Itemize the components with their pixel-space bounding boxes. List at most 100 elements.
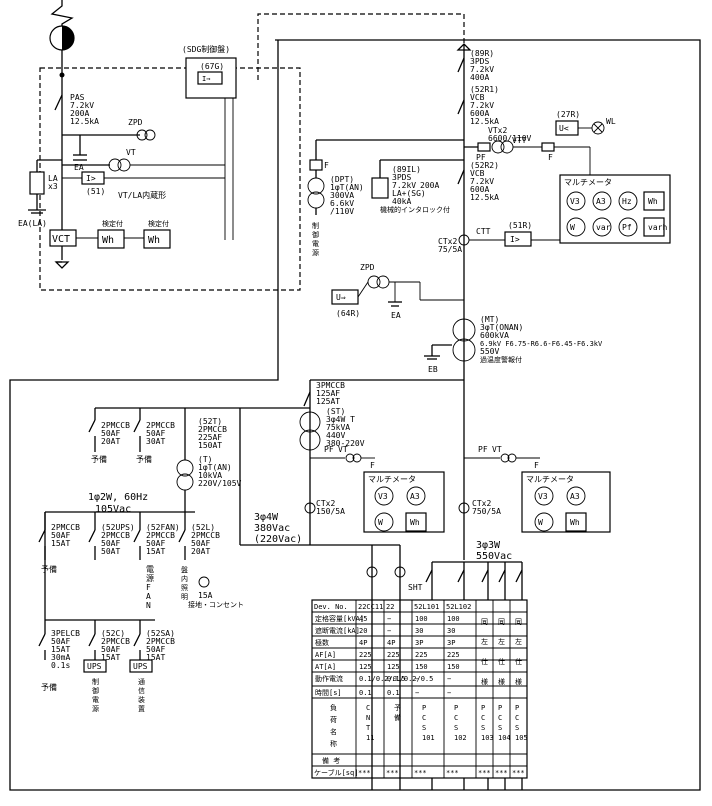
meter-v3-cell: [534, 486, 554, 506]
vt-la-panel-boundary: [39, 67, 301, 291]
mccb-row2-3-line1: 2PMCCB: [191, 531, 220, 540]
table-header-2: 22: [386, 603, 394, 611]
mccb-row2-2-line2: 50AF: [146, 539, 165, 548]
spare-label: 予備: [91, 454, 107, 464]
svg-text:600A: 600A: [470, 185, 489, 194]
relay-67g-label: (67G): [200, 62, 224, 71]
mccb-row2-2-line0: (52FAN): [146, 523, 180, 532]
load-5-2: S: [498, 724, 502, 732]
table-header-1: 22CC11: [358, 603, 383, 611]
mccb-row2-2-line3: 15AT: [146, 547, 165, 556]
wl-label: WL: [606, 117, 616, 126]
la-count: x3: [48, 182, 58, 191]
mccb-52t-name: (52T): [198, 417, 222, 426]
svg-text:150AT: 150AT: [198, 441, 222, 450]
meter-wh-label: Wh: [648, 197, 658, 206]
mccb-row3-1-line0: (52C): [101, 629, 125, 638]
table-cell-5-4: −: [447, 675, 451, 683]
meter-a3-cell: [566, 486, 586, 506]
load-label-0: 負: [330, 703, 337, 712]
meter-a3-cell: [406, 486, 426, 506]
ct-right-label: CTx2: [472, 499, 491, 508]
cable-value-4: ***: [446, 769, 459, 777]
svg-text:I>: I>: [86, 174, 96, 183]
svg-text:3PDS: 3PDS: [392, 173, 411, 182]
zpd-mid-label: ZPD: [360, 263, 375, 272]
load-0-3: 11: [366, 734, 374, 742]
same-spec-7-2: 仕: [515, 657, 522, 666]
table-cell-1-1: 20: [359, 627, 367, 635]
sht-label: SHT: [408, 583, 423, 592]
sdg-panel-label: (SDG制御盤): [182, 44, 230, 54]
same-spec-6-2: 仕: [498, 657, 505, 666]
svg-text:1φT(AN): 1φT(AN): [330, 183, 364, 192]
svg-text:6600/110V: 6600/110V: [488, 134, 532, 143]
load-4-2: S: [481, 724, 485, 732]
vt-la-label: VT/LA内蔵形: [118, 190, 166, 200]
meter-a3-cell: [592, 191, 612, 211]
mccb-row2-0-line1: 50AF: [51, 531, 70, 540]
svg-text:440V: 440V: [326, 431, 345, 440]
meter-v3-cell: [374, 486, 394, 506]
meter-pf-cell: [618, 217, 638, 237]
svg-text:マルチメータ: マルチメータ: [368, 475, 416, 484]
load-2-0: P: [422, 704, 426, 712]
svg-text:550Vac: 550Vac: [476, 551, 512, 562]
meter-w-cell: [566, 217, 586, 237]
outlet-icon: [198, 576, 210, 588]
table-header-0: Dev. No.: [314, 603, 348, 611]
table-cell-2-3: 3P: [415, 639, 423, 647]
svg-text:LA+(SG): LA+(SG): [392, 189, 426, 198]
st-tr-name: (ST): [326, 407, 345, 416]
svg-text:220V/105V: 220V/105V: [198, 479, 242, 488]
meter-a3-label: A3: [596, 197, 606, 206]
table-cell-1-2: −: [387, 627, 391, 635]
load-0-2: T: [366, 724, 371, 732]
meter-w-label: W: [378, 518, 383, 527]
svg-text:225AF: 225AF: [198, 433, 222, 442]
svg-text:12.5kA: 12.5kA: [470, 117, 499, 126]
load-label-3: 称: [330, 739, 337, 748]
t-tr-name: (T): [198, 455, 212, 464]
fan-label-2: F: [146, 583, 151, 592]
load-4-0: P: [481, 704, 485, 712]
mccb-row2-1-line1: 2PMCCB: [101, 531, 130, 540]
svg-text:600A: 600A: [470, 109, 489, 118]
mccb-row3-0-line1: 50AF: [51, 637, 70, 646]
meter-var-label: var: [596, 223, 611, 232]
mccb-row2-1-line3: 50AT: [101, 547, 120, 556]
svg-text:F: F: [324, 161, 329, 170]
indicator-half: [62, 26, 74, 50]
svg-text:2PMCCB: 2PMCCB: [198, 425, 227, 434]
svg-text:3PDS: 3PDS: [470, 57, 489, 66]
load-2-1: C: [422, 714, 426, 722]
svg-text:F: F: [548, 153, 553, 162]
table-cell-0-4: 100: [447, 615, 460, 623]
spare-label: 予備: [136, 454, 152, 464]
svg-text:Wh: Wh: [102, 235, 114, 246]
meter-w-label: W: [570, 223, 575, 232]
table-cell-5-0: 動作電流: [315, 674, 343, 683]
mccb-row2-1-line2: 50AF: [101, 539, 120, 548]
ups-note-0-3: 源: [92, 704, 99, 713]
mccb-row3-0-line2: 15AT: [51, 645, 70, 654]
load-4-1: C: [481, 714, 485, 722]
mccb-row2-2-line1: 2PMCCB: [146, 531, 175, 540]
dpt-name: (DPT): [330, 175, 354, 184]
load-label-1: 荷: [330, 715, 337, 724]
mccb-row3-0-line3: 30mA: [51, 653, 70, 662]
fan-label-1: 源: [146, 574, 154, 583]
pas-current: 200A: [70, 109, 89, 118]
mccb-row2-3-line0: (52L): [191, 523, 215, 532]
svg-text:300VA: 300VA: [330, 191, 354, 200]
load-3-0: P: [454, 704, 458, 712]
table-cell-2-2: 4P: [387, 639, 395, 647]
pas-voltage: 7.2kV: [70, 101, 94, 110]
mccb-row3-2-line0: (52SA): [146, 629, 175, 638]
vt-top-label: VT: [126, 148, 136, 157]
cable-value-2: ***: [386, 769, 399, 777]
same-spec-5-0: 同: [481, 618, 488, 626]
